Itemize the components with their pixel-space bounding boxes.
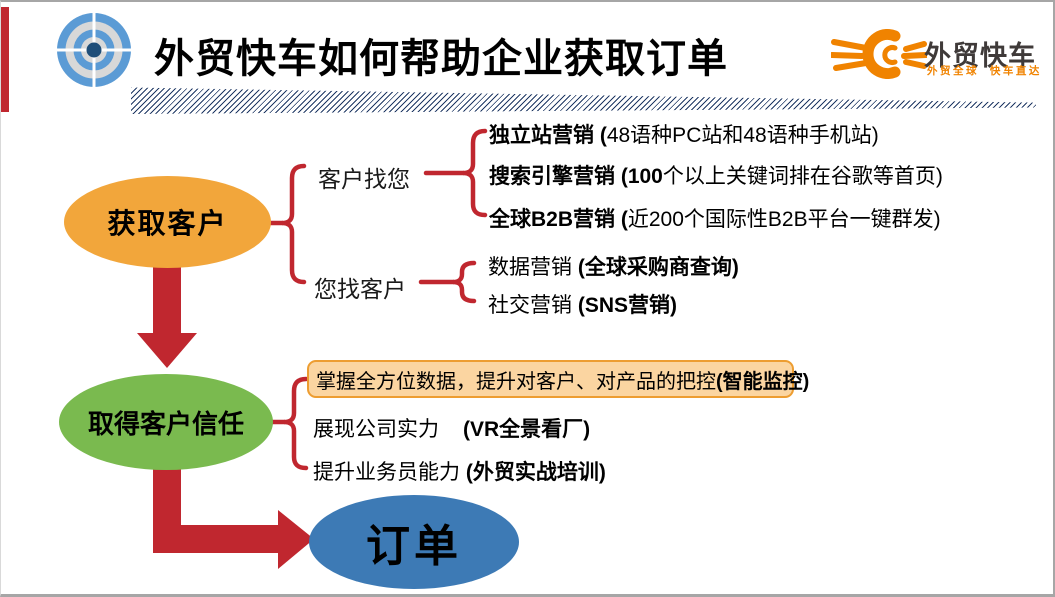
branch-label-you-find-customers: 您找客户 <box>314 276 406 302</box>
row-title: 独立站营销 ( <box>489 124 607 147</box>
row-detail: 近200个国际性B2B平台一键群发) <box>627 208 941 231</box>
brand-wing-icon <box>831 29 927 79</box>
row-detail: (智能监控) <box>716 370 810 393</box>
row-title: 掌握全方位数据，提升对客户、对产品的把控 <box>316 370 716 393</box>
row-independent-site-marketing: 独立站营销 (48语种PC站和48语种手机站) <box>489 119 879 149</box>
node-gain-trust: 取得客户信任 <box>59 374 273 470</box>
row-detail: (全球采购商查询) <box>577 256 739 279</box>
row-detail: (VR全景看厂) <box>463 418 591 441</box>
page-title: 外贸快车如何帮助企业获取订单 <box>154 37 728 81</box>
node-order: 订单 <box>309 495 519 589</box>
row-detail: 个以上关键词排在谷歌等首页) <box>662 165 943 188</box>
row-title: 全球B2B营销 ( <box>489 208 628 231</box>
brand-tagline: 外贸全球 快车直达 <box>927 65 1042 77</box>
row-title: 展现公司实力 <box>313 418 439 441</box>
row-salesman-training: 提升业务员能力 (外贸实战培训) <box>313 456 606 486</box>
row-data-marketing: 数据营销 (全球采购商查询) <box>488 251 739 281</box>
row-social-marketing: 社交营销 (SNS营销) <box>488 289 677 319</box>
row-title: 搜索引擎营销 (100 <box>489 165 663 188</box>
row-detail: (SNS营销) <box>577 294 678 317</box>
down-arrow <box>137 262 197 368</box>
row-detail: (外贸实战培训) <box>465 461 606 484</box>
row-title: 社交营销 <box>488 294 578 317</box>
branch-label-customers-find-you: 客户找您 <box>318 166 410 192</box>
elbow-arrow <box>153 454 314 569</box>
highlight-smart-monitoring: 掌握全方位数据，提升对客户、对产品的把控 (智能监控) <box>307 360 809 398</box>
row-title: 数据营销 <box>488 256 578 279</box>
row-company-strength: 展现公司实力 (VR全景看厂) <box>313 413 590 443</box>
hatch-divider <box>131 87 1036 114</box>
row-global-b2b-marketing: 全球B2B营销 (近200个国际性B2B平台一键群发) <box>489 203 941 233</box>
row-search-engine-marketing: 搜索引擎营销 (100个以上关键词排在谷歌等首页) <box>489 160 943 190</box>
red-accent-bar <box>1 7 9 112</box>
row-title: 提升业务员能力 <box>313 461 466 484</box>
node-acquire-customers: 获取客户 <box>64 176 271 268</box>
row-detail: 48语种PC站和48语种手机站) <box>606 124 879 147</box>
brand-name: 外贸快车 <box>924 41 1036 71</box>
bullseye-icon: .c-blue{fill:var(--bullseye_blue);} .c-g… <box>55 11 133 89</box>
